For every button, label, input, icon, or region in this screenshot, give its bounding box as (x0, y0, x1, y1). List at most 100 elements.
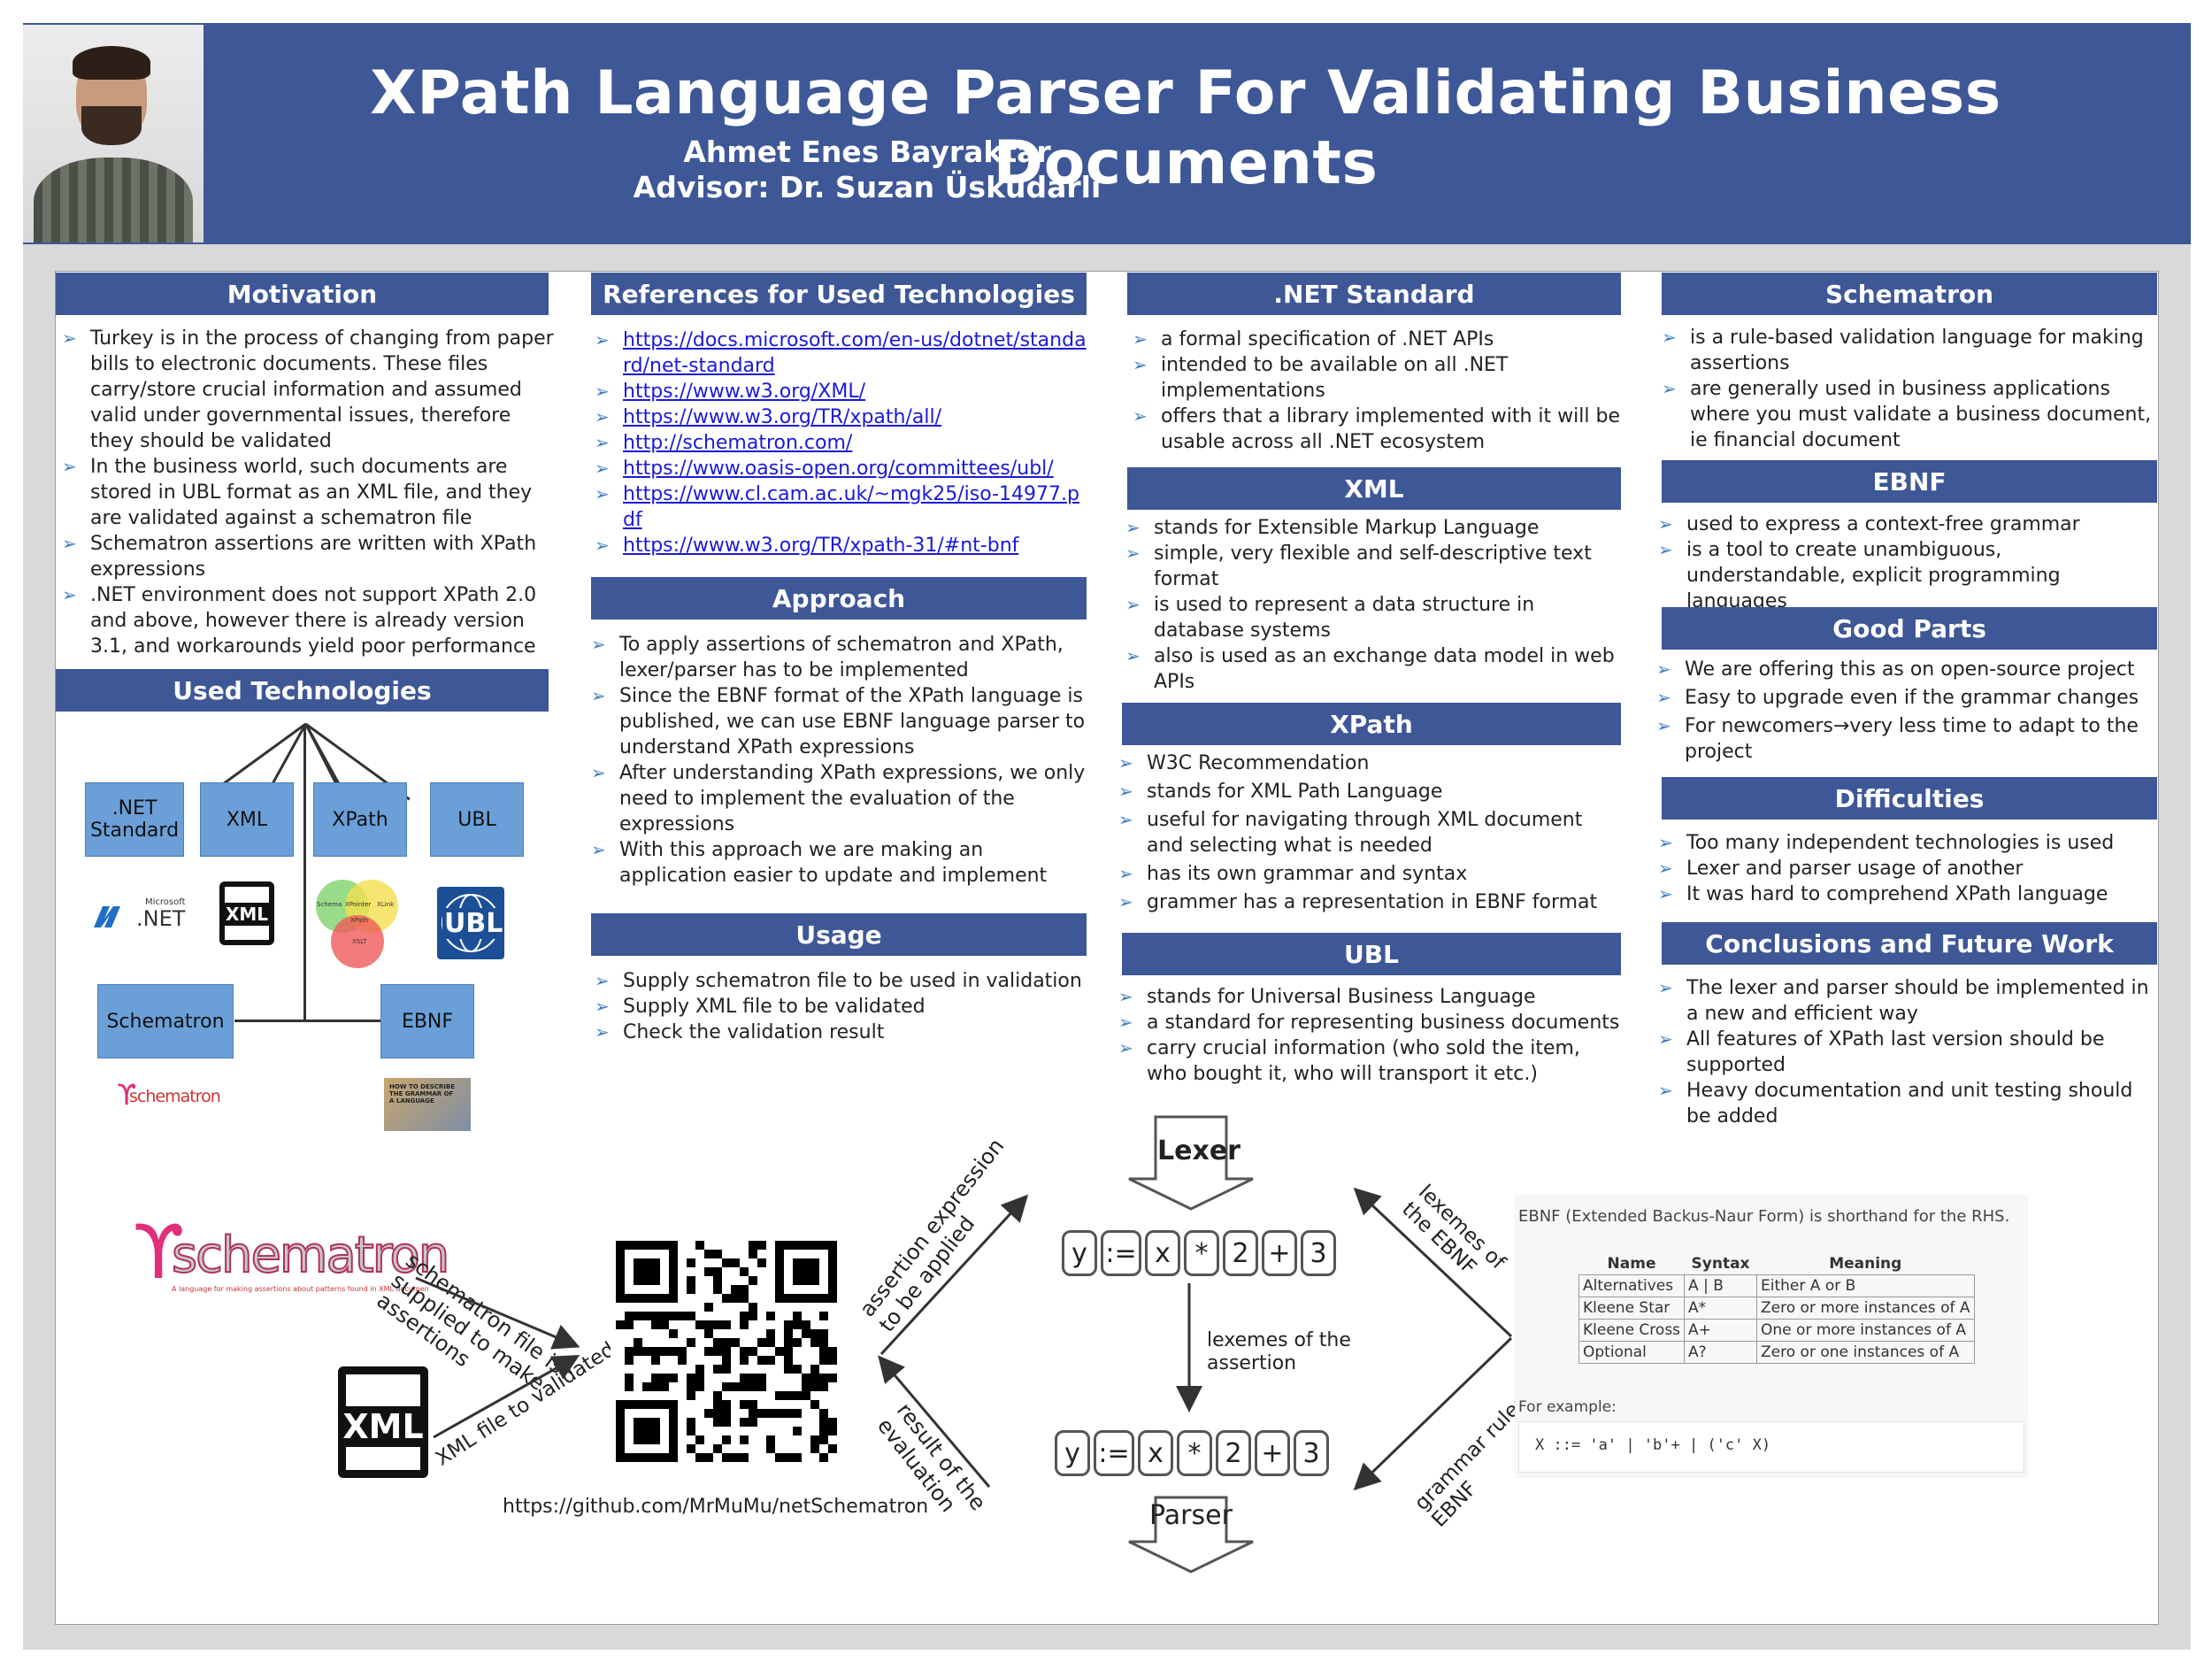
table-cell: A* (1684, 1297, 1758, 1320)
advisor-name: Advisor: Dr. Suzan Üsküdarlı (633, 170, 1102, 204)
bullet-item: ➢.NET environment does not support XPath… (62, 584, 537, 658)
bullet-item: ➢In the business world, such documents a… (62, 456, 533, 529)
ebnf-book-image: HOW TO DESCRIBE THE GRAMMAR OF A LANGUAG… (384, 1078, 471, 1131)
table-cell: Alternatives (1578, 1274, 1686, 1297)
arrow-right-icon: ➢ (1656, 715, 1671, 736)
qr-code (611, 1232, 844, 1473)
ubl-heading: UBL (1122, 933, 1621, 975)
ebnf-example-label: For example: (1518, 1398, 1617, 1416)
schematron-small-logo: ϒ schematron (117, 1078, 221, 1112)
bullet-item: ➢carry crucial information (who sold the… (1118, 1037, 1580, 1085)
lexer-label: Lexer (1157, 1135, 1240, 1166)
bullet-item: ➢used to express a context-free grammar (1658, 513, 2080, 535)
arrow-right-icon: ➢ (1133, 354, 1148, 375)
xml-list: ➢stands for Extensible Markup Language➢s… (1122, 515, 1623, 695)
bullet-item: ➢stands for Universal Business Language (1118, 986, 1536, 1008)
table-header: Syntax (1691, 1255, 1750, 1273)
bullet-item: ➢a formal specification of .NET APIs (1133, 328, 1494, 350)
arrow-right-icon: ➢ (595, 458, 610, 479)
xml-file-large-icon: XML (338, 1366, 428, 1478)
arrow-right-icon: ➢ (595, 329, 610, 350)
table-cell: Zero or one instances of A (1756, 1341, 1975, 1364)
good-parts-list: ➢We are offering this as on open-source … (1653, 657, 2157, 767)
difficulties-list: ➢Too many independent technologies is us… (1655, 830, 2157, 907)
arrow-right-icon: ➢ (1658, 539, 1673, 560)
used-technologies-heading: Used Technologies (56, 669, 549, 712)
difficulties-heading: Difficulties (1662, 777, 2157, 820)
conclusions-list: ➢The lexer and parser should be implemen… (1655, 975, 2159, 1129)
arrow-right-icon: ➢ (595, 535, 610, 556)
arrow-right-icon: ➢ (1118, 863, 1133, 884)
arrow-right-icon: ➢ (1125, 543, 1141, 564)
bullet-item: ➢Easy to upgrade even if the grammar cha… (1656, 687, 2139, 709)
arrow-right-icon: ➢ (591, 762, 606, 783)
reference-link[interactable]: https://www.w3.org/XML/ (623, 381, 866, 403)
bullet-item: ➢simple, very flexible and self-descript… (1125, 543, 1592, 590)
arrow-right-icon: ➢ (1658, 858, 1673, 879)
table-cell: One or more instances of A (1756, 1319, 1975, 1342)
bullet-item: ➢With this approach we are making an app… (591, 839, 1048, 887)
token-box: := (1101, 1230, 1141, 1276)
bullet-item: ➢has its own grammar and syntax (1118, 863, 1468, 885)
arrow-right-icon: ➢ (1658, 883, 1673, 904)
token-box: x (1145, 1230, 1180, 1276)
reference-link[interactable]: https://www.w3.org/TR/xpath/all/ (623, 406, 941, 428)
schematron-heading: Schematron (1662, 273, 2157, 315)
reference-item: ➢https://www.w3.org/TR/xpath/all/ (591, 404, 1088, 430)
token-box: 3 (1301, 1230, 1336, 1276)
arrow-right-icon: ➢ (595, 1021, 610, 1043)
table-cell: Zero or more instances of A (1756, 1297, 1975, 1320)
token-box: + (1262, 1230, 1297, 1276)
arrow-right-icon: ➢ (595, 381, 610, 402)
schematron-logo: ϒ schematron A language for making asser… (133, 1209, 450, 1296)
bullet-item: ➢intended to be available on all .NET im… (1133, 354, 1509, 402)
bullet-item: ➢also is used as an exchange data model … (1125, 645, 1615, 693)
bullet-item: ➢W3C Recommendation (1118, 752, 1370, 774)
bullet-item: ➢is a rule-based validation language for… (1662, 327, 2144, 374)
reference-item: ➢ https://docs.microsoft.com/en-us/dotnet… (591, 327, 1088, 379)
bullet-item: ➢stands for XML Path Language (1118, 781, 1443, 803)
xpath-list: ➢W3C Recommendation ➢stands for XML Path … (1115, 750, 1623, 918)
arrow-right-icon: ➢ (1118, 809, 1133, 830)
reference-item: ➢ https://www.w3.org/TR/xpath-31/#nt-bnf (591, 533, 1088, 558)
bullet-item: ➢To apply assertions of schematron and X… (591, 634, 1064, 681)
token-box: 2 (1223, 1230, 1258, 1276)
usage-heading: Usage (591, 913, 1087, 956)
reference-link[interactable]: https://docs.microsoft.com/en-us/dotnet/… (623, 329, 1087, 377)
reference-link[interactable]: https://www.oasis-open.org/committees/ub… (623, 458, 1054, 480)
usage-list: ➢Supply schematron file to be used in va… (591, 968, 1087, 1045)
author-name: Ahmet Enes Bayraktar (683, 135, 1051, 169)
token-box: * (1177, 1430, 1212, 1476)
ubl-list: ➢stands for Universal Business Language ➢… (1115, 984, 1623, 1087)
reference-link[interactable]: https://www.w3.org/TR/xpath-31/#nt-bnf (623, 535, 1019, 557)
arrow-right-icon: ➢ (1658, 977, 1673, 998)
ubl-globe-icon: UBL (437, 887, 505, 959)
arrow-right-icon: ➢ (595, 970, 610, 991)
token-box: y (1062, 1230, 1097, 1276)
arrow-right-icon: ➢ (1658, 1028, 1673, 1050)
box-schematron: Schematron (97, 984, 234, 1058)
net-standard-heading: .NET Standard (1127, 273, 1621, 315)
reference-item: ➢http://schematron.com/ (591, 430, 1088, 456)
table-cell: Optional (1578, 1341, 1686, 1364)
arrow-right-icon: ➢ (62, 533, 77, 554)
reference-link[interactable]: https://www.cl.cam.ac.uk/~mgk25/iso-1497… (623, 483, 1079, 531)
tree-trunk (303, 724, 306, 1021)
table-cell: A+ (1684, 1319, 1758, 1342)
arrow-right-icon: ➢ (62, 327, 77, 349)
bullet-item: ➢Lexer and parser usage of another (1658, 858, 2024, 880)
bullet-item: ➢Check the validation result (595, 1021, 885, 1043)
reference-item: ➢ https://www.oasis-open.org/committees/u… (591, 456, 1088, 481)
bullet-item: ➢grammer has a representation in EBNF fo… (1118, 891, 1598, 913)
approach-heading: Approach (591, 577, 1087, 620)
bullet-item: ➢Supply XML file to be validated (595, 996, 926, 1018)
bullet-item: ➢We are offering this as on open-source … (1656, 658, 2135, 681)
poster-title: XPath Language Parser For Validating Bus… (370, 58, 2001, 198)
reference-link[interactable]: http://schematron.com/ (623, 432, 853, 454)
bullet-item: ➢All features of XPath last version shou… (1658, 1028, 2105, 1076)
table-cell: A | B (1684, 1274, 1758, 1297)
references-list: ➢ https://docs.microsoft.com/en-us/dotnet… (591, 327, 1088, 558)
